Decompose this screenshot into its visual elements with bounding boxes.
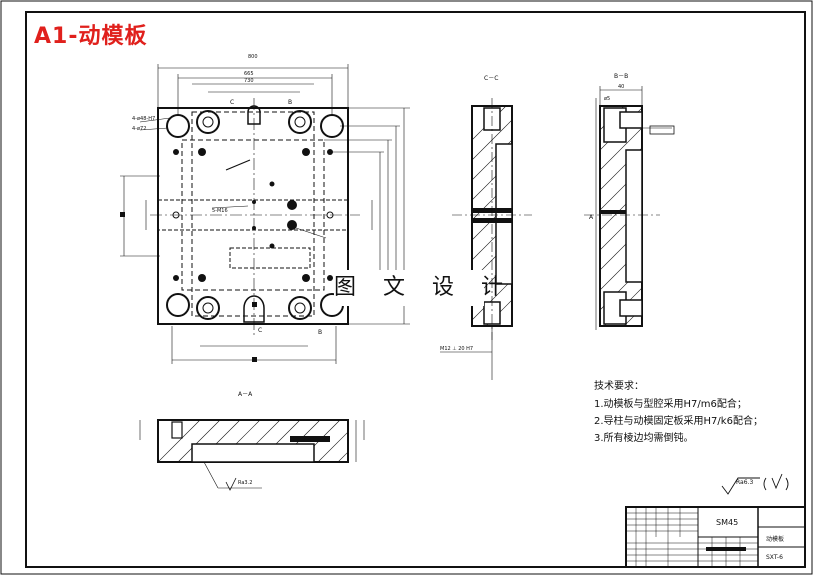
dim-bb-top: 40 bbox=[618, 84, 624, 90]
section-mark-b-top: B bbox=[288, 99, 292, 106]
section-mark-c-bottom: C bbox=[258, 327, 262, 334]
guide-hole-inner bbox=[294, 302, 306, 314]
insert-hidden bbox=[229, 247, 311, 269]
title-block bbox=[625, 506, 806, 568]
guide-hole bbox=[166, 114, 190, 138]
dim-bb-top2: ø5 bbox=[604, 96, 610, 102]
section-label-cc: C－C bbox=[484, 75, 498, 82]
slot-top bbox=[247, 105, 261, 125]
dim-overall-width: 800 bbox=[248, 54, 258, 60]
title-block-drawing-no: SXT-6 bbox=[766, 554, 783, 561]
section-label-aa: A－A bbox=[238, 391, 253, 398]
roughness-symbol bbox=[721, 473, 789, 495]
section-aa bbox=[139, 419, 365, 491]
guide-hole bbox=[288, 110, 312, 134]
hole-note-1: 4-ø48-H7 bbox=[132, 116, 155, 122]
roughness-general: Ra6.3 bbox=[736, 479, 753, 486]
tech-req-item-1: 1.动模板与型腔采用H7/m6配合； bbox=[594, 399, 747, 410]
tech-req-heading: 技术要求： bbox=[594, 381, 644, 392]
inner-frame bbox=[25, 11, 806, 568]
thread-note: 5-M16 bbox=[212, 208, 228, 214]
title-block-material: SM45 bbox=[716, 518, 738, 527]
guide-hole-inner bbox=[294, 116, 306, 128]
section-mark-a-right: A bbox=[589, 214, 594, 221]
section-mark-b-bottom: B bbox=[318, 329, 322, 336]
section-label-bb: B－B bbox=[614, 73, 628, 80]
roughness-bottom-view: Ra3.2 bbox=[238, 480, 252, 486]
guide-hole bbox=[288, 296, 312, 320]
guide-hole bbox=[166, 293, 190, 317]
cavity-hidden-outline bbox=[191, 111, 315, 317]
tech-req-item-3: 3.所有棱边均需倒钝。 bbox=[594, 433, 694, 444]
tech-req-item-2: 2.导柱与动模固定板采用H7/k6配合； bbox=[594, 416, 763, 427]
main-view bbox=[120, 64, 410, 364]
watermark: 图 文 设 计 bbox=[334, 270, 503, 306]
guide-hole bbox=[196, 110, 220, 134]
title-block-part-name: 动模板 bbox=[766, 535, 784, 543]
small-hole bbox=[172, 211, 180, 219]
guide-hole bbox=[320, 114, 344, 138]
section-cc bbox=[440, 98, 532, 380]
drawing-title: A1-动模板 bbox=[34, 24, 148, 49]
guide-hole-inner bbox=[202, 302, 214, 314]
hole-note-2: 4-ø72 bbox=[132, 126, 146, 132]
dim-width-2: 665 bbox=[244, 71, 254, 77]
section-bb bbox=[584, 86, 675, 330]
guide-hole-inner bbox=[202, 116, 214, 128]
runner-hidden bbox=[157, 199, 349, 231]
dim-width-3: 730 bbox=[244, 78, 254, 84]
thread-callout: M12 ⊥ 20 H7 bbox=[440, 346, 473, 352]
guide-hole bbox=[196, 296, 220, 320]
small-hole bbox=[326, 211, 334, 219]
slot-bottom bbox=[243, 295, 265, 323]
section-mark-c-top: C bbox=[230, 99, 234, 106]
